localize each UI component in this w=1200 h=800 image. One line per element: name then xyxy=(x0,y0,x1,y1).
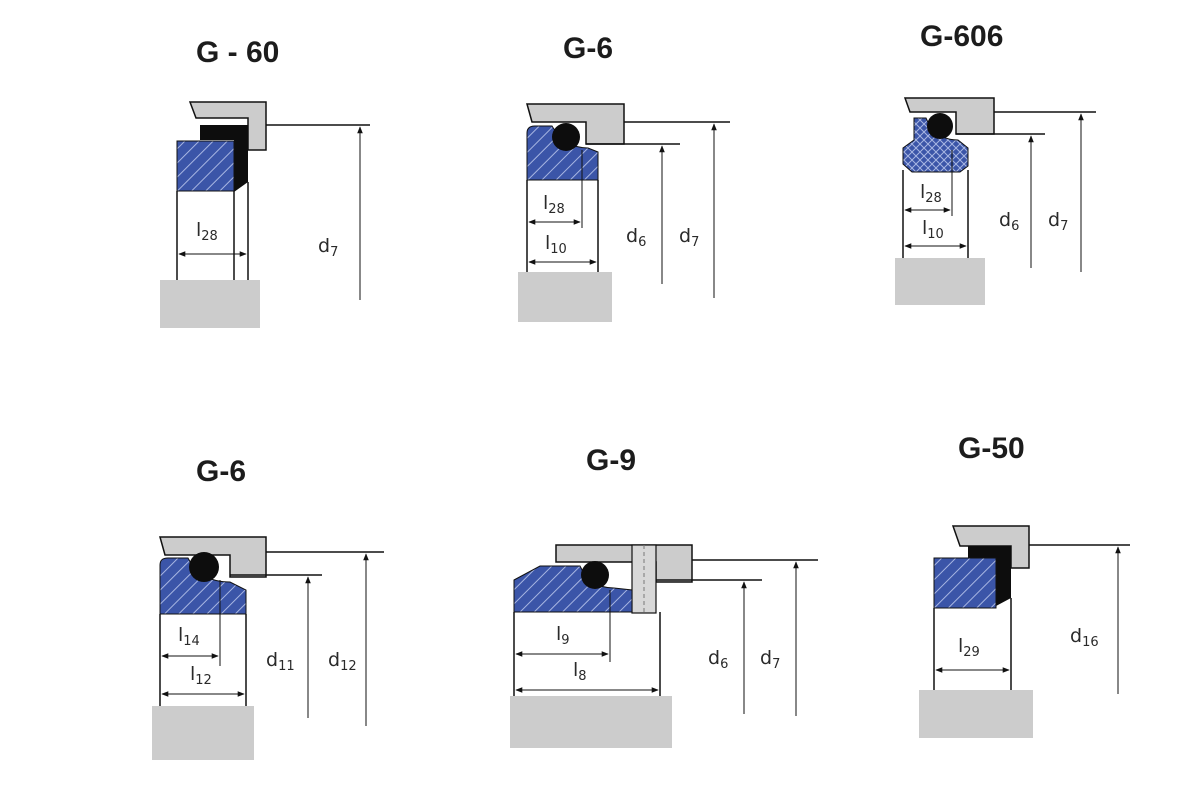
label-d12: 12 xyxy=(340,659,357,674)
svg-text:l14: l14 xyxy=(178,624,200,649)
blue-seal-element xyxy=(176,140,235,192)
svg-text:l9: l9 xyxy=(556,623,570,648)
housing-block xyxy=(152,706,254,760)
label-d6: 6 xyxy=(720,657,728,672)
blue-seal-element xyxy=(159,557,247,615)
title-g6-top: G-6 xyxy=(563,32,614,65)
label-d16: 16 xyxy=(1082,635,1099,650)
svg-text:l28: l28 xyxy=(920,181,942,206)
label-d7: 7 xyxy=(691,235,699,250)
label-l14: 14 xyxy=(183,634,200,649)
svg-text:d7: d7 xyxy=(679,225,699,250)
diagram-g6-bottom: l14 l12 d11 d12 xyxy=(152,536,384,760)
svg-text:d6: d6 xyxy=(708,647,728,672)
svg-text:d7: d7 xyxy=(1048,209,1068,234)
label-l9: 9 xyxy=(561,633,569,648)
d-letter: d xyxy=(318,235,330,257)
label-l29: 29 xyxy=(963,645,980,660)
label-l28: 28 xyxy=(548,202,565,217)
housing-block xyxy=(919,690,1033,738)
diagram-g606: l28 l10 d6 d7 xyxy=(895,97,1096,305)
black-seal-element xyxy=(200,125,248,192)
title-g50: G-50 xyxy=(958,432,1025,465)
diagram-g6-top: l28 l10 d6 d7 xyxy=(518,103,730,322)
gland-ring xyxy=(159,536,267,578)
o-ring xyxy=(927,113,953,139)
svg-text:d11: d11 xyxy=(266,649,295,674)
housing-block xyxy=(518,272,612,322)
svg-text:d12: d12 xyxy=(328,649,357,674)
blue-seal-element xyxy=(526,125,599,181)
label-d6: 6 xyxy=(1011,219,1019,234)
label-d7: 7 xyxy=(1060,219,1068,234)
svg-text:l12: l12 xyxy=(190,663,212,688)
label-l12: 12 xyxy=(195,673,212,688)
svg-text:l29: l29 xyxy=(958,635,980,660)
label-l28: 28 xyxy=(925,191,942,206)
housing-block xyxy=(895,258,985,305)
blue-seal-element xyxy=(933,557,997,609)
svg-text:d7: d7 xyxy=(760,647,780,672)
o-ring xyxy=(581,561,609,589)
o-ring xyxy=(552,123,580,151)
diagram-g50: l29 d16 xyxy=(919,525,1130,738)
label-l28: 28 xyxy=(201,229,218,244)
label-d7: 7 xyxy=(772,657,780,672)
label-d11: 11 xyxy=(278,659,295,674)
svg-text:l28: l28 xyxy=(196,219,218,244)
svg-text:l8: l8 xyxy=(573,659,587,684)
label-l8: 8 xyxy=(578,669,586,684)
diagram-g60: l28 d7 xyxy=(160,101,370,328)
o-ring xyxy=(189,552,219,582)
blue-seal-element xyxy=(513,565,633,613)
housing-block xyxy=(510,696,672,748)
title-g9: G-9 xyxy=(586,444,637,477)
svg-text:l28: l28 xyxy=(543,192,565,217)
svg-text:d16: d16 xyxy=(1070,625,1099,650)
svg-text:d6: d6 xyxy=(999,209,1019,234)
housing-block xyxy=(160,280,260,328)
title-g606: G-606 xyxy=(920,20,1004,53)
label-d6: 6 xyxy=(638,235,646,250)
label-d7: 7 xyxy=(330,245,338,260)
title-g60: G - 60 xyxy=(196,36,280,69)
svg-text:l10: l10 xyxy=(922,217,944,242)
diagram-g9: l9 l8 d6 d7 xyxy=(510,544,818,748)
black-seal-element xyxy=(968,546,1011,606)
title-g6-bottom: G-6 xyxy=(196,455,247,488)
label-l10: 10 xyxy=(550,242,567,257)
svg-text:d6: d6 xyxy=(626,225,646,250)
svg-text:l10: l10 xyxy=(545,232,567,257)
svg-text:d7: d7 xyxy=(318,235,338,260)
label-l10: 10 xyxy=(927,227,944,242)
l-letter: l xyxy=(196,219,201,241)
